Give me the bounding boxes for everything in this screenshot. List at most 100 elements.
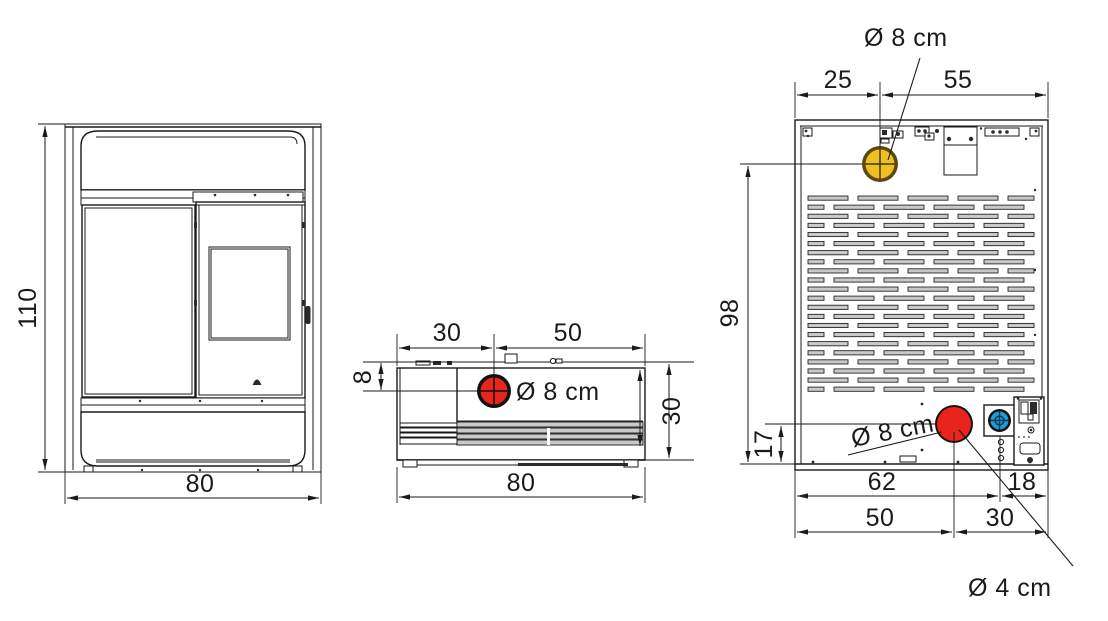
rear-top-flue-outlet <box>862 146 898 182</box>
grille-slot <box>857 377 899 383</box>
grille-slot <box>883 350 925 356</box>
rear-panel-knob-core <box>1029 428 1033 432</box>
grille-slot <box>957 195 999 201</box>
grille-slot <box>983 222 1025 228</box>
rear-panel-screw-1 <box>1016 397 1020 400</box>
rear-fitting-g-d1 <box>991 130 995 134</box>
grille-slot <box>983 368 1025 374</box>
grille-slot <box>983 259 1025 265</box>
rear-dim-55-label: 55 <box>944 66 973 94</box>
rear-outer-frame <box>794 119 1049 471</box>
grille-slot <box>1007 341 1035 347</box>
grille-slot <box>807 286 849 292</box>
grille-slot <box>983 277 1025 283</box>
top-grille-gap <box>547 428 550 445</box>
grille-slot <box>907 359 949 365</box>
grille-slot <box>807 313 825 319</box>
grille-slot <box>857 322 899 329</box>
grille-slot <box>807 241 825 247</box>
grille-slot <box>907 286 949 292</box>
grille-slot <box>807 368 825 374</box>
rear-dim-25-label: 25 <box>824 66 853 94</box>
grille-slot <box>857 231 899 238</box>
grille-slot <box>807 341 849 347</box>
front-lid-screw-1 <box>213 193 217 197</box>
grille-slot <box>933 386 975 392</box>
rear-bottom-dot-2 <box>883 460 887 464</box>
rear-panel-screw-2 <box>1039 397 1043 400</box>
rear-panel-switch-dark <box>1030 402 1037 414</box>
grille-slot <box>883 204 925 210</box>
rear-dim-50-label: 50 <box>866 504 895 532</box>
rear-panel-dot-3 <box>1028 436 1030 438</box>
front-foot-left <box>83 465 94 473</box>
rear-fitting-f <box>935 129 939 133</box>
top-flue-outlet <box>477 374 511 408</box>
grille-slot <box>1007 286 1035 292</box>
rear-bottom-dot-1 <box>811 460 815 464</box>
grille-slot <box>807 304 849 310</box>
front-left-panel-inner <box>84 207 193 395</box>
grille-slot <box>857 304 899 310</box>
rear-connector-1 <box>997 438 1005 446</box>
front-view: 110 80 <box>14 123 322 504</box>
rear-fitting-g-d2 <box>998 130 1002 134</box>
grille-slot <box>807 195 849 201</box>
grille-slot <box>883 295 925 301</box>
rear-panel-fuse <box>1019 442 1041 455</box>
top-grille-l2 <box>399 427 458 433</box>
rear-connector-3 <box>997 454 1005 462</box>
grille-slot <box>807 350 825 356</box>
top-fitting-5 <box>549 357 557 365</box>
grille-slot <box>807 231 849 238</box>
front-height-label: 110 <box>14 287 42 328</box>
grille-slot <box>933 295 975 301</box>
front-lower-rail-1 <box>80 397 306 406</box>
front-hinge-4 <box>302 300 305 306</box>
rear-dim-30-label: 30 <box>986 504 1015 532</box>
grille-slot <box>833 295 875 301</box>
grille-slot <box>933 332 975 338</box>
grille-slot <box>883 277 925 283</box>
rear-dim-98-label: 98 <box>716 299 744 328</box>
grille-slot <box>833 259 875 265</box>
grille-slot <box>1007 231 1035 238</box>
rear-fitting-c <box>880 138 890 144</box>
grille-slot <box>857 359 899 365</box>
rear-fitting-d <box>914 126 930 137</box>
grille-slot <box>857 213 899 219</box>
grille-slot <box>983 313 1025 319</box>
front-hopper-lid <box>192 191 304 203</box>
front-top-shell <box>80 130 306 191</box>
rear-dim-62-label: 62 <box>868 468 897 496</box>
grille-slot <box>907 231 949 238</box>
grille-slot <box>933 259 975 265</box>
grille-slot <box>807 386 825 392</box>
rear-bottom-dot-3 <box>956 460 960 464</box>
grille-slot <box>833 332 875 338</box>
grille-slot <box>907 195 949 201</box>
rear-side-dot-2 <box>1033 188 1037 192</box>
grille-slot <box>907 322 949 329</box>
grille-slot <box>1007 268 1035 274</box>
grille-slot <box>807 268 849 274</box>
front-base-dot-1 <box>140 468 144 472</box>
rear-fitting-d-dot1 <box>917 129 921 133</box>
top-dim-8-label: 8 <box>349 370 377 384</box>
front-base-dot-3 <box>256 468 260 472</box>
front-base-dot-2 <box>198 468 202 472</box>
grille-slot <box>1007 322 1035 329</box>
top-fitting-1 <box>415 360 431 366</box>
grille-slot <box>833 386 875 392</box>
rear-fitting-d-dot2 <box>923 129 927 133</box>
grille-slot <box>907 268 949 274</box>
rear-electrical-panel <box>1013 396 1045 466</box>
top-grille-l4 <box>399 437 458 445</box>
grille-slot <box>807 359 849 365</box>
rear-mid-dot-2 <box>920 448 924 452</box>
front-rail-screw-2 <box>198 399 202 403</box>
grille-slot <box>1007 195 1035 201</box>
top-outlet-dia-label: Ø 8 cm <box>516 378 600 406</box>
grille-slot <box>807 250 849 256</box>
